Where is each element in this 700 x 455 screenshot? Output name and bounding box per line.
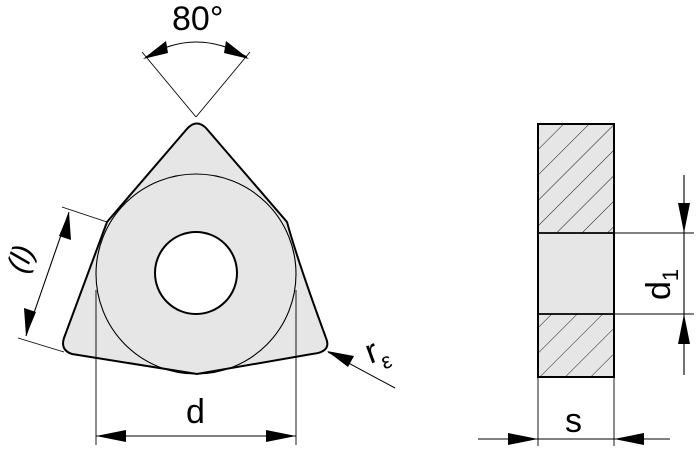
side-view: d1 s <box>478 123 694 446</box>
edge-arrow-bottom <box>24 308 36 336</box>
hole-diameter-label-main: d <box>640 281 678 300</box>
angle-arrow-left <box>143 41 168 59</box>
hole-diameter-label-sub: 1 <box>658 269 683 281</box>
thickness-label: s <box>565 402 582 440</box>
s-arrow-left <box>508 433 538 445</box>
hole-diameter-label: d1 <box>640 269 683 300</box>
lower-hatched-section <box>538 314 614 377</box>
angle-extension-left <box>141 51 197 118</box>
angle-arrow-right <box>224 41 249 59</box>
hole-section <box>538 233 614 314</box>
d1-arrow-top <box>678 203 690 233</box>
s-arrow-right <box>614 433 644 445</box>
radius-arrow <box>327 351 354 367</box>
center-hole <box>154 231 238 315</box>
edge-extension-bottom <box>17 337 65 353</box>
angle-label: 80° <box>172 0 223 38</box>
side-outline <box>537 123 615 378</box>
diameter-arrow-left <box>96 430 126 442</box>
radius-label: rε <box>360 329 395 379</box>
front-view: 80° (l) d rε <box>1 0 396 445</box>
edge-arrow-top <box>59 212 71 240</box>
diameter-label: d <box>186 393 205 431</box>
diameter-arrow-right <box>266 430 296 442</box>
edge-length-label: (l) <box>1 241 41 277</box>
upper-hatched-section <box>538 124 614 233</box>
inscribed-circle <box>95 173 297 375</box>
radius-label-sub: ε <box>377 347 395 374</box>
angle-extension-right <box>195 51 251 118</box>
d1-arrow-bottom <box>678 314 690 344</box>
edge-extension-top <box>61 206 108 223</box>
